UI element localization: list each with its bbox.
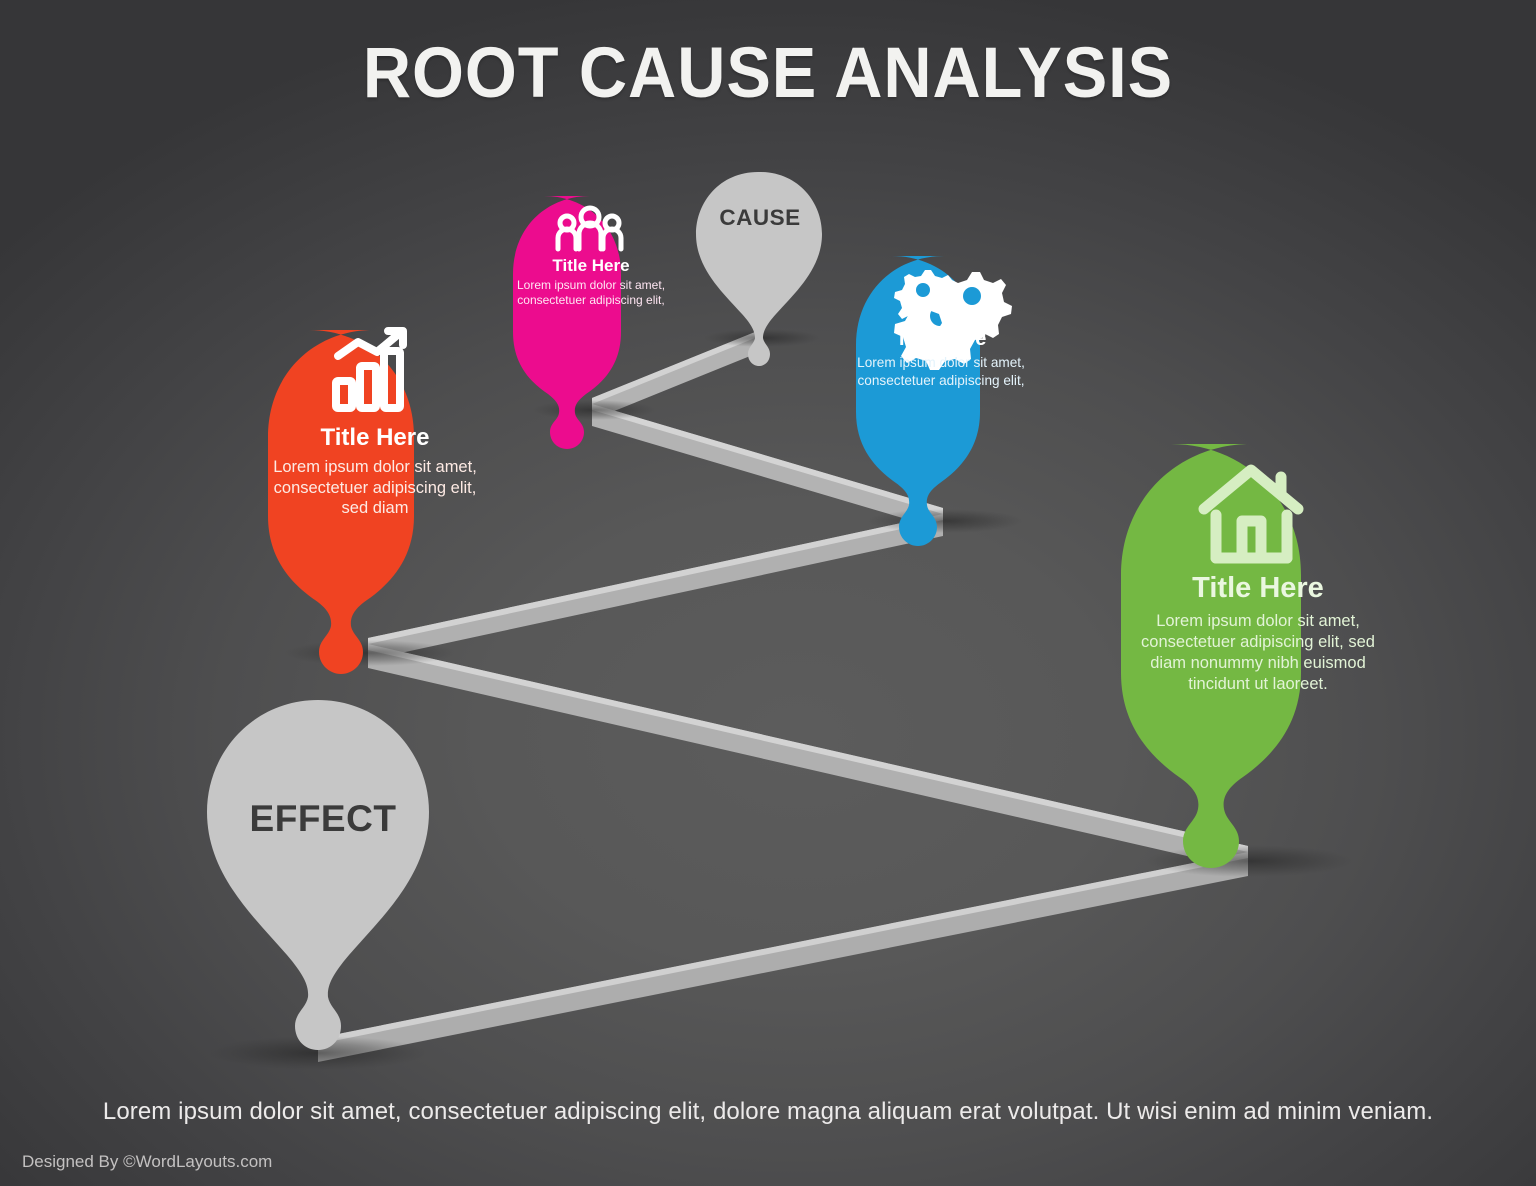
- people-group-icon: [555, 205, 624, 252]
- node-pin-blue[interactable]: [856, 256, 1012, 546]
- footer-text: Lorem ipsum dolor sit amet, consectetuer…: [102, 1098, 1434, 1125]
- bar-chart-growth-icon: [332, 327, 407, 412]
- effect-pin[interactable]: [207, 700, 429, 1050]
- gears-icon: [894, 270, 1012, 370]
- cause-pin[interactable]: [696, 172, 822, 366]
- process-path-ribbon: [318, 330, 1248, 1062]
- node-pin-pink[interactable]: [513, 196, 624, 449]
- page-title: ROOT CAUSE ANALYSIS: [362, 34, 1174, 113]
- designer-credit: Designed By ©WordLayouts.com: [22, 1152, 273, 1171]
- home-icon: [1198, 464, 1304, 564]
- node-pin-green[interactable]: [1121, 444, 1304, 868]
- node-pin-red[interactable]: [268, 327, 414, 674]
